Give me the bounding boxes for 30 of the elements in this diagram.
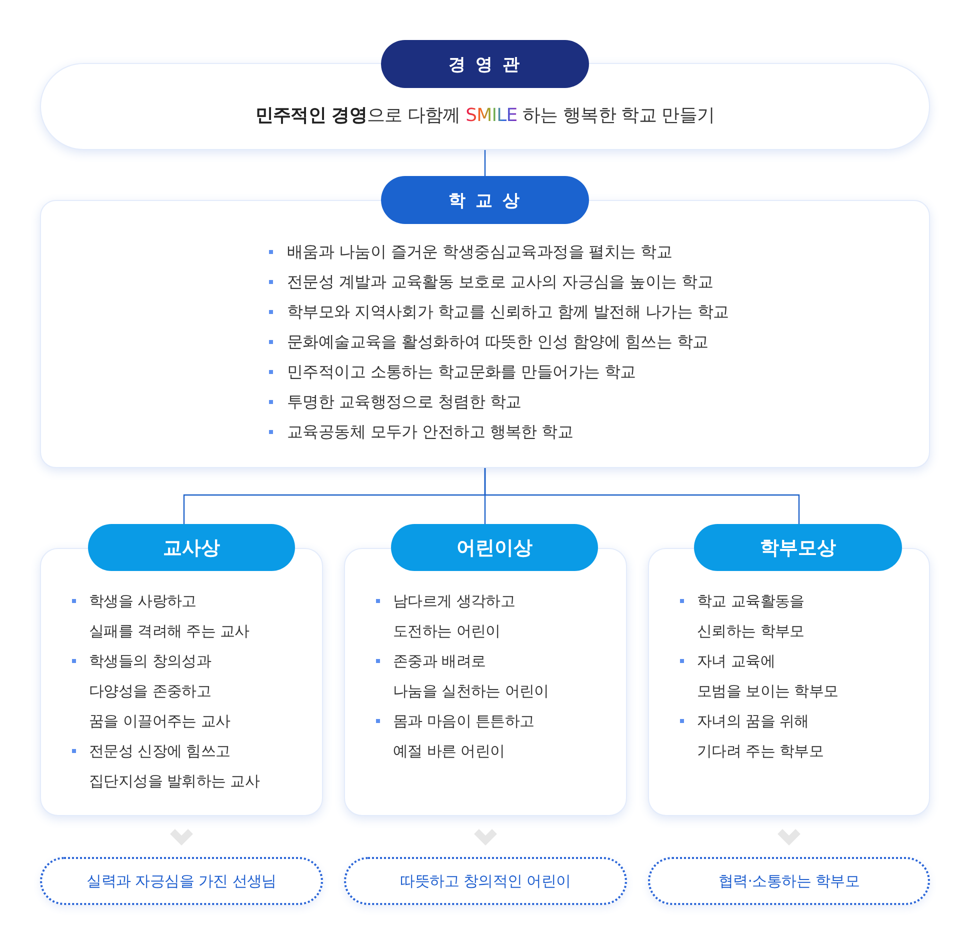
list-item-text: 존중과 배려로 나눔을 실천하는 어린이 <box>393 651 549 702</box>
chevron-arrow <box>170 829 193 846</box>
heading-pill: 어린이상 <box>391 524 598 571</box>
heading-pill: 교사상 <box>88 524 295 571</box>
list-item-text: 전문성 신장에 힘쓰고 집단지성을 발휘하는 교사 <box>89 741 260 792</box>
list-item-text: 학생을 사랑하고 실패를 격려해 주는 교사 <box>89 591 250 642</box>
heading-pill: 경 영 관 <box>381 40 589 88</box>
chevron-arrow <box>474 829 497 846</box>
list-item-text: 학교 교육활동을 신뢰하는 학부모 <box>697 591 804 642</box>
list-item-text: 학생들의 창의성과 다양성을 존중하고 꿈을 이끌어주는 교사 <box>89 651 230 732</box>
list-item-text: 문화예술교육을 활성화하여 따뜻한 인성 함양에 힘쓰는 학교 <box>287 331 708 353</box>
list-item-text: 교육공동체 모두가 안전하고 행복한 학교 <box>287 421 574 443</box>
list-item-text: 자녀 교육에 모범을 보이는 학부모 <box>697 651 838 702</box>
outcome-pill: 따뜻하고 창의적인 어린이 <box>344 857 627 905</box>
outcome-pill: 협력·소통하는 학부모 <box>648 857 930 905</box>
heading-pill: 학부모상 <box>694 524 902 571</box>
list-item-text: 전문성 계발과 교육활동 보호로 교사의 자긍심을 높이는 학교 <box>287 271 714 293</box>
list-item-text: 투명한 교육행정으로 청렴한 학교 <box>287 391 522 413</box>
connector-line <box>484 468 800 524</box>
list-item-text: 배움과 나눔이 즐거운 학생중심교육과정을 펼치는 학교 <box>287 241 672 263</box>
heading-pill: 학 교 상 <box>381 176 589 224</box>
list-item-text: 남다르게 생각하고 도전하는 어린이 <box>393 591 516 642</box>
list-item-text: 몸과 마음이 튼튼하고 예절 바른 어린이 <box>393 711 534 762</box>
chevron-arrow <box>778 829 800 846</box>
list-item-text: 민주적이고 소통하는 학교문화를 만들어가는 학교 <box>287 361 636 383</box>
connector-line <box>484 150 486 176</box>
list-item-text: 학부모와 지역사회가 학교를 신뢰하고 함께 발전해 나가는 학교 <box>287 301 729 323</box>
list-item-text: 자녀의 꿈을 위해 기다려 주는 학부모 <box>697 711 824 762</box>
mission-statement: 민주적인 경영으로 다함께 SMILE 하는 행복한 학교 만들기 <box>254 104 716 128</box>
outcome-pill: 실력과 자긍심을 가진 선생님 <box>40 857 323 905</box>
